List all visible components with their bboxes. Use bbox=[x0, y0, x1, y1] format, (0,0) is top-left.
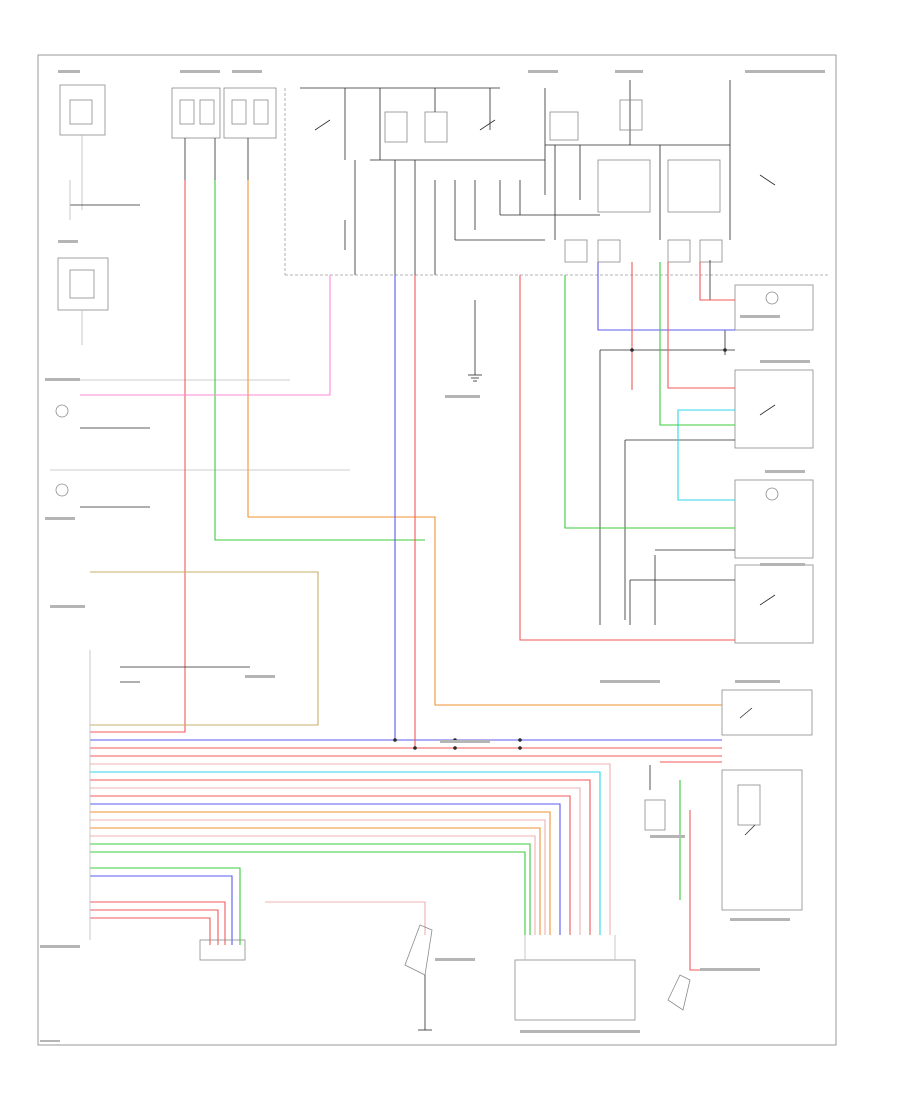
diagram-frame bbox=[37, 54, 837, 1046]
colored-wires bbox=[80, 180, 735, 971]
relay-switch-group-top bbox=[300, 80, 776, 240]
right-components bbox=[599, 260, 814, 911]
fuse-row-middle bbox=[344, 160, 723, 275]
component-labels bbox=[40, 70, 825, 1042]
lamp-symbol bbox=[765, 291, 779, 305]
lamp-symbol bbox=[765, 487, 779, 501]
fuse-relay-block-top bbox=[171, 87, 277, 180]
left-connector-pins bbox=[89, 650, 250, 940]
left-fuse-box-group bbox=[50, 84, 350, 508]
ground-symbol bbox=[468, 300, 482, 382]
harness-fan-wires bbox=[90, 763, 611, 945]
bottom-connectors bbox=[199, 765, 691, 1031]
splice-dots bbox=[393, 348, 727, 750]
